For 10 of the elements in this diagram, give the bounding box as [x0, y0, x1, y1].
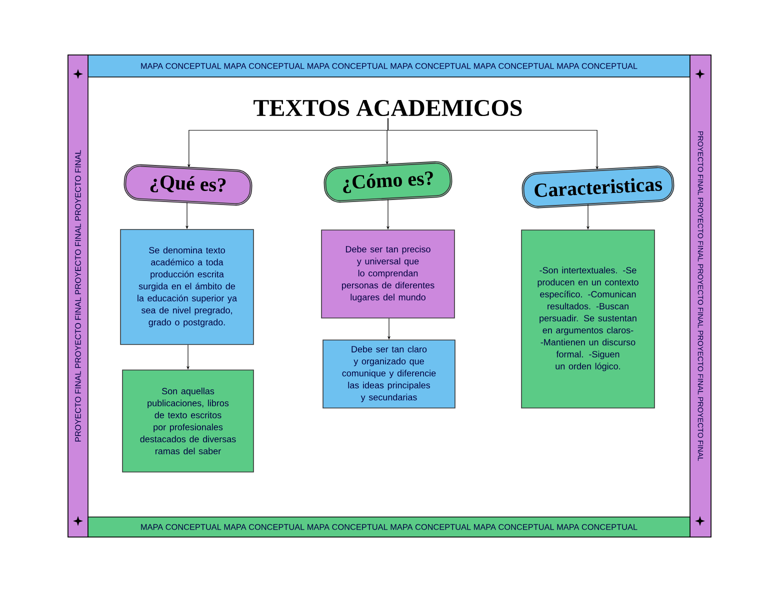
text-box: Debe ser tan preciso y universal que lo comprendan personas de diferentes lugares del mundo: [321, 230, 455, 318]
heading-pill: Caracteristicas: [522, 166, 674, 208]
text-box: Son aquellas publicaciones, libros de texto escritos por profesionales destacados de diversas ramas del saber: [122, 370, 254, 472]
band-text: PROYECTO FINAL PROYECTO FINAL PROYECTO FINAL PROYECTO FINAL: [75, 150, 81, 442]
text-box: Debe ser tan claro y organizado que comunique y diferencie las ideas principales y secundarias: [322, 340, 456, 408]
text-box: Se denomina texto académico a toda producción escrita surgida en el ámbito de la educación superior ya sea de nivel pregrado, grado o postgrado.: [120, 229, 254, 345]
text-box: -Son intertextuales. -Se producen en un contexto específico. -Comunican resultados. -Buscan persuadir. Se sustentan en argumentos claros- -Mantienen un discurso formal. -Siguen un orden lógico.: [521, 230, 655, 408]
band-text: MAPA CONCEPTUAL MAPA CONCEPTUAL MAPA CONCEPTUAL MAPA CONCEPTUAL MAPA CONCEPTUAL MAPA CONCEPTUAL: [141, 63, 638, 69]
band-text: MAPA CONCEPTUAL MAPA CONCEPTUAL MAPA CONCEPTUAL MAPA CONCEPTUAL MAPA CONCEPTUAL MAPA CONCEPTUAL: [141, 524, 638, 530]
title-text: TEXTOS ACADEMICOS: [254, 100, 522, 116]
